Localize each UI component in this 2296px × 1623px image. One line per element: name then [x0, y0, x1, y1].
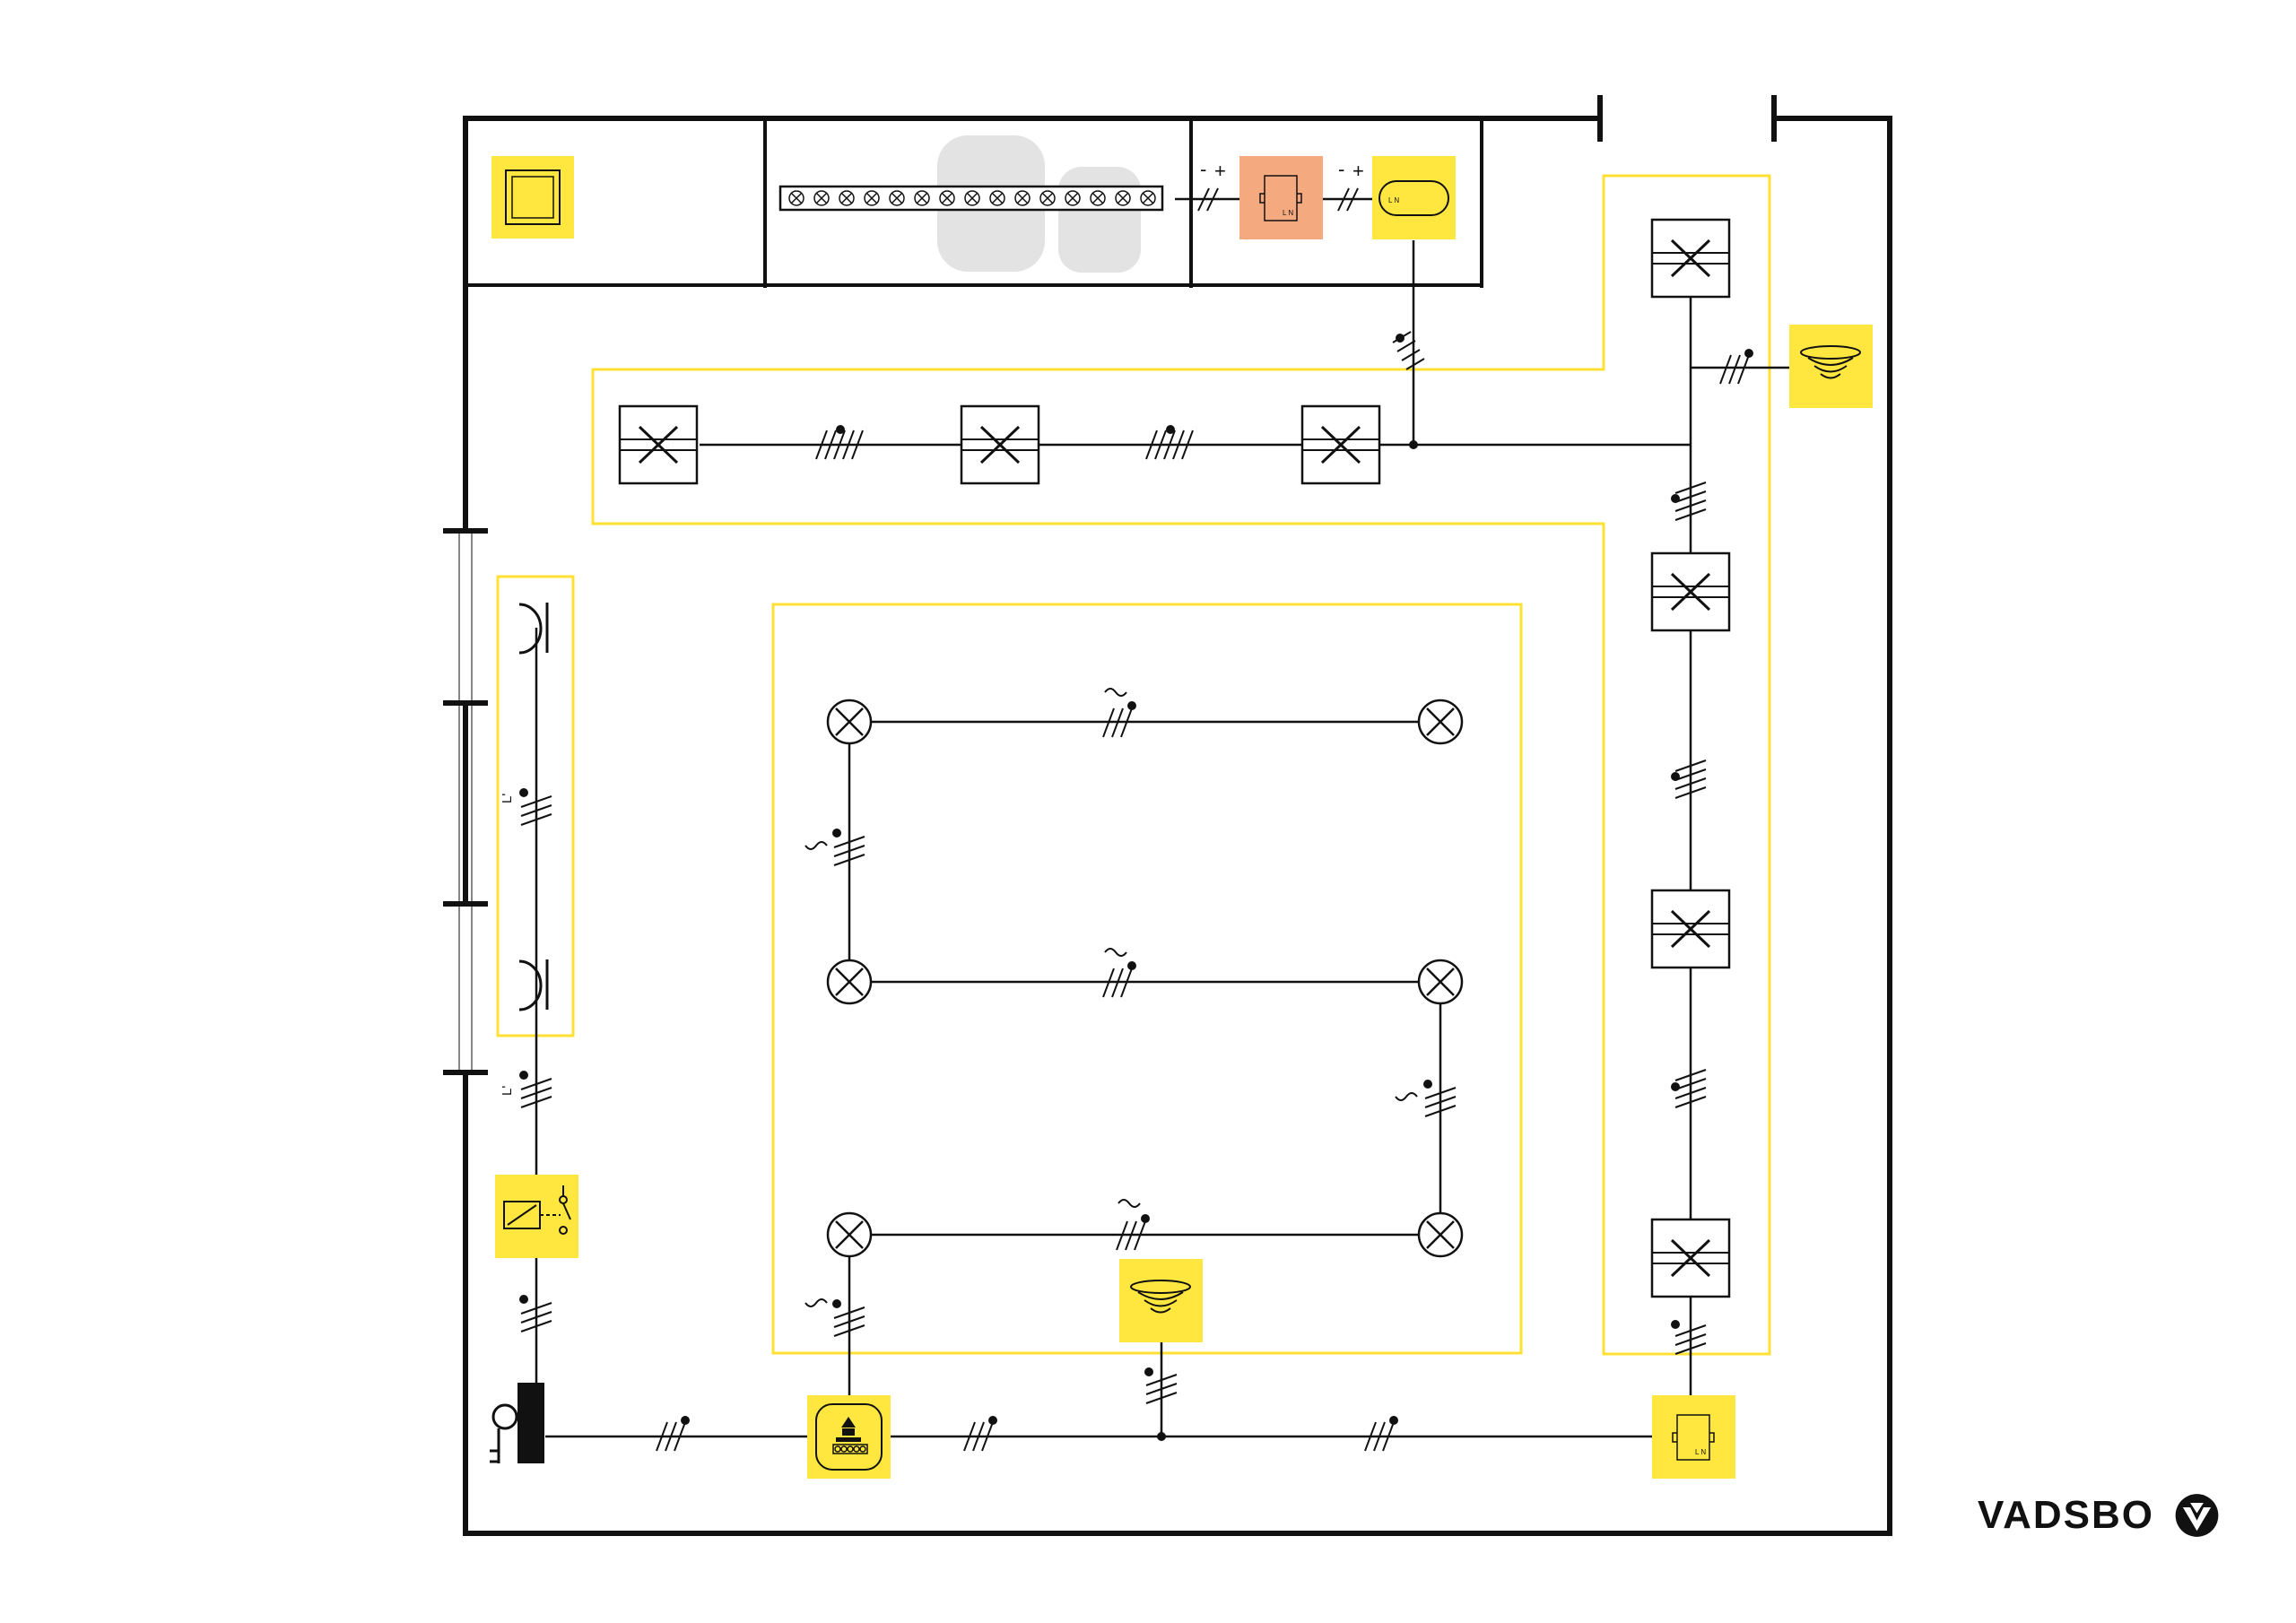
wall-luminaire	[518, 603, 549, 655]
gateway-terminals: L N	[1388, 196, 1399, 204]
wall-luminaire	[518, 959, 549, 1011]
polarity-minus-1: -	[1200, 158, 1206, 180]
zone-outlines	[496, 174, 1771, 1356]
dali-gateway: L N	[1372, 156, 1456, 239]
brand-logo: VADSBO	[1978, 1480, 2220, 1551]
phase-labels: L' L'	[500, 794, 515, 1096]
cable-ticks	[519, 187, 1753, 1452]
ceiling-downlight	[1417, 1211, 1464, 1258]
polarity-plus-2: +	[1352, 160, 1364, 182]
junction-dots	[1157, 440, 1418, 1441]
din-rail-terminal-block	[778, 185, 1164, 212]
ceiling-downlight	[1417, 959, 1464, 1005]
ceiling-downlight	[826, 699, 873, 745]
walls	[443, 95, 1892, 1536]
ceiling-downlight	[826, 959, 873, 1005]
driver-terminals: L N	[1695, 1448, 1706, 1456]
power-supply-unit: L N	[1239, 156, 1323, 239]
push-button-panel	[491, 156, 574, 239]
corridor-zone	[591, 174, 1771, 1356]
corridor-luminaires	[618, 218, 1731, 1298]
corridor-luminaire	[1300, 404, 1381, 485]
terminal-row	[788, 190, 1156, 206]
east-corridor-luminaire	[1650, 889, 1731, 969]
led-driver: L N	[1652, 1395, 1735, 1479]
phase-label-lower: L'	[500, 1086, 515, 1096]
power-supply-terminals: L N	[1283, 209, 1293, 217]
presence-sensor	[1789, 325, 1873, 408]
phase-label-upper: L'	[500, 794, 515, 803]
wiring	[535, 197, 1789, 1438]
presence-sensor	[1119, 1259, 1203, 1342]
corridor-luminaire	[618, 404, 699, 485]
polarity-labels: - + - +	[1200, 158, 1364, 182]
wall-luminaires	[518, 603, 549, 1011]
polarity-minus-2: -	[1338, 158, 1344, 180]
relay-module	[495, 1175, 578, 1258]
polarity-plus-1: +	[1214, 160, 1226, 182]
dimming-marks	[804, 688, 1418, 1307]
open-office-zone	[771, 603, 1523, 1355]
east-corridor-luminaire	[1650, 1218, 1731, 1298]
key-switch	[490, 1383, 544, 1463]
corridor-luminaire	[960, 404, 1040, 485]
east-corridor-luminaire	[1650, 218, 1731, 299]
east-corridor-luminaire	[1650, 551, 1731, 632]
push-button-coupler	[807, 1395, 891, 1479]
brand-name: VADSBO	[1978, 1493, 2154, 1537]
ceiling-downlight	[826, 1211, 873, 1258]
ceiling-downlight	[1417, 699, 1464, 745]
ceiling-downlights	[826, 699, 1464, 1258]
brand-mark-icon	[2175, 1494, 2219, 1537]
